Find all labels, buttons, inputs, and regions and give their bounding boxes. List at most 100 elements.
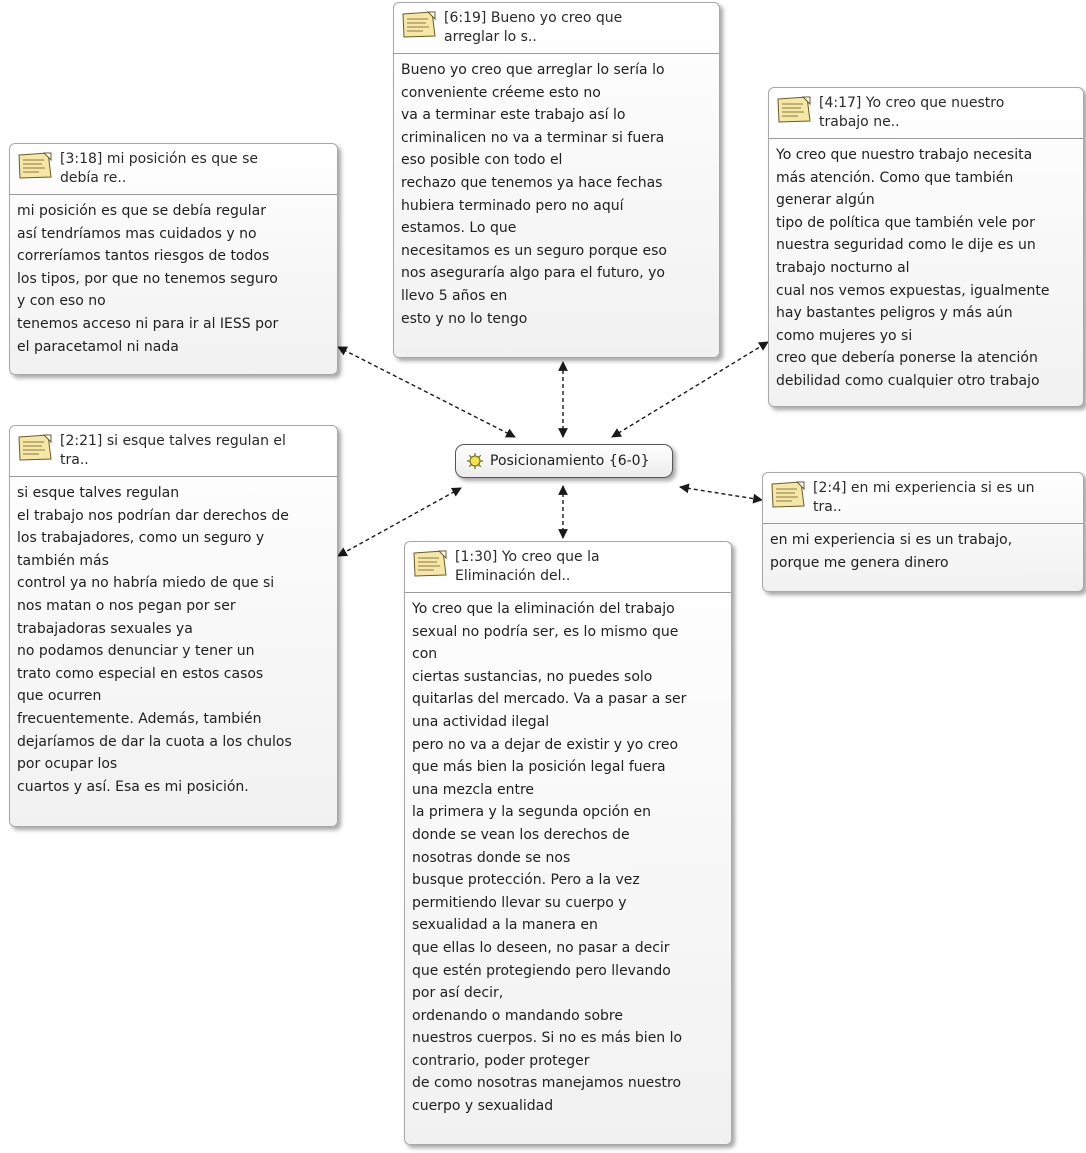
title-line: arreglar lo s.. xyxy=(444,29,537,45)
body-line: una mezcla entre xyxy=(412,781,535,798)
body-line: trato como especial en estos casos xyxy=(17,665,264,682)
code-icon xyxy=(467,453,483,469)
body-line: debilidad como cualquier otro trabajo xyxy=(776,372,1040,389)
body-line: Yo creo que nuestro trabajo necesita xyxy=(776,147,1033,163)
body-line: hubiera terminado pero no aquí xyxy=(401,197,624,214)
quotation-node[interactable]: [6:19] Bueno yo creo que arreglar lo s..… xyxy=(393,2,720,358)
quotation-title: [4:17] Yo creo que nuestro trabajo ne.. xyxy=(819,94,1004,132)
body-line: pero no va a dejar de existir y yo creo xyxy=(412,736,679,753)
body-line: porque me genera dinero xyxy=(770,554,949,571)
body-line: rechazo que tenemos ya hace fechas xyxy=(401,174,663,191)
body-line: que más bien la posición legal fuera xyxy=(412,759,666,776)
body-line: conveniente créeme esto no xyxy=(401,84,601,101)
quotation-header: [2:4] en mi experiencia si es un tra.. xyxy=(763,473,1083,524)
body-line: generar algún xyxy=(776,192,875,209)
quotation-node[interactable]: [2:21] si esque talves regulan el tra.. … xyxy=(9,425,338,827)
body-line: frecuentemente. Además, también xyxy=(17,710,262,727)
body-line: necesitamos es un seguro porque eso xyxy=(401,242,667,259)
body-line: tipo de política que también vele por xyxy=(776,214,1035,231)
body-line: contrario, poder proteger xyxy=(412,1052,590,1069)
body-line: correríamos tantos riesgos de todos xyxy=(17,248,270,265)
quotation-node[interactable]: [2:4] en mi experiencia si es un tra.. e… xyxy=(762,472,1084,592)
body-line: si esque talves regulan xyxy=(17,485,180,501)
body-line: por así decir, xyxy=(412,985,504,1002)
body-line: también más xyxy=(17,552,109,569)
title-line: tra.. xyxy=(60,452,89,468)
body-line: nuestros cuerpos. Si no es más bien lo xyxy=(412,1030,683,1047)
body-line: va a terminar este trabajo así lo xyxy=(401,107,626,124)
title-line: trabajo ne.. xyxy=(819,114,900,130)
code-label: Posicionamiento {6-0} xyxy=(490,453,650,469)
body-line: no podamos denunciar y tener un xyxy=(17,643,255,660)
quotation-title: [2:4] en mi experiencia si es un tra.. xyxy=(813,479,1034,517)
body-line: sexual no podría ser, es lo mismo que xyxy=(412,623,679,640)
title-line: tra.. xyxy=(813,499,842,515)
body-line: ciertas sustancias, no puedes solo xyxy=(412,668,653,685)
code-node-posicionamiento[interactable]: Posicionamiento {6-0} xyxy=(455,444,673,478)
body-line: llevo 5 años en xyxy=(401,287,508,304)
body-line: que estén protegiendo pero llevando xyxy=(412,962,671,979)
body-line: dejaríamos de dar la cuota a los chulos xyxy=(17,733,292,750)
title-line: [4:17] Yo creo que nuestro xyxy=(819,95,1005,111)
body-line: donde se vean los derechos de xyxy=(412,826,630,843)
quotation-document-icon xyxy=(402,11,436,38)
body-line: nuestra seguridad como le dije es un xyxy=(776,237,1036,254)
body-line: criminalicen no va a terminar si fuera xyxy=(401,129,665,146)
body-line: nosotras donde se nos xyxy=(412,849,571,866)
quotation-document-icon xyxy=(413,550,447,577)
body-line: tenemos acceso ni para ir al IESS por xyxy=(17,315,279,332)
body-line: los tipos, por que no tenemos seguro xyxy=(17,270,278,287)
title-line: [2:4] en mi experiencia si es un xyxy=(813,480,1035,496)
body-line: y con eso no xyxy=(17,293,106,310)
body-line: eso posible con todo el xyxy=(401,152,563,169)
body-line: hay bastantes peligros y más aún xyxy=(776,305,1013,322)
quotation-header: [3:18] mi posición es que se debía re.. xyxy=(10,144,337,195)
quotation-node[interactable]: [3:18] mi posición es que se debía re.. … xyxy=(9,143,338,375)
link-central-q221[interactable] xyxy=(337,487,462,557)
body-line: esto y no lo tengo xyxy=(401,310,528,327)
body-line: mi posición es que se debía regular xyxy=(17,203,266,219)
title-line: [2:21] si esque talves regulan el xyxy=(60,433,286,449)
quotation-header: [6:19] Bueno yo creo que arreglar lo s.. xyxy=(394,3,719,54)
quotation-body: Yo creo que la eliminación del trabajo s… xyxy=(405,593,731,1124)
body-line: busque protección. Pero a la vez xyxy=(412,872,640,889)
body-line: Yo creo que la eliminación del trabajo xyxy=(412,601,675,617)
body-line: permitiendo llevar su cuerpo y xyxy=(412,894,627,911)
quotation-body: mi posición es que se debía regular así … xyxy=(10,195,337,364)
quotation-document-icon xyxy=(18,434,52,461)
body-line: trabajo nocturno al xyxy=(776,259,910,276)
quotation-document-icon xyxy=(18,152,52,179)
body-line: una actividad ilegal xyxy=(412,713,550,730)
body-line: sexualidad a la manera en xyxy=(412,917,598,934)
title-line: debía re.. xyxy=(60,170,127,186)
link-central-q24[interactable] xyxy=(679,483,763,504)
body-line: de como nosotras manejamos nuestro xyxy=(412,1075,682,1092)
link-central-q318[interactable] xyxy=(337,346,516,438)
body-line: ordenando o mandando sobre xyxy=(412,1007,623,1024)
quotation-title: [3:18] mi posición es que se debía re.. xyxy=(60,150,258,188)
title-line: [6:19] Bueno yo creo que xyxy=(444,10,623,26)
quotation-document-icon xyxy=(777,96,811,123)
body-line: cual nos vemos expuestas, igualmente xyxy=(776,282,1050,299)
body-line: nos aseguraría algo para el futuro, yo xyxy=(401,265,665,282)
quotation-node[interactable]: [1:30] Yo creo que la Eliminación del.. … xyxy=(404,541,732,1145)
link-central-q417[interactable] xyxy=(611,341,769,438)
body-line: nos matan o nos pegan por ser xyxy=(17,597,236,614)
body-line: creo que debería ponerse la atención xyxy=(776,350,1038,367)
quotation-body: si esque talves regulan el trabajo nos p… xyxy=(10,477,337,804)
quotation-title: [1:30] Yo creo que la Eliminación del.. xyxy=(455,548,600,586)
body-line: que ocurren xyxy=(17,688,102,705)
title-line: [1:30] Yo creo que la xyxy=(455,549,600,565)
body-line: los trabajadores, como un seguro y xyxy=(17,530,265,547)
title-line: [3:18] mi posición es que se xyxy=(60,151,258,167)
quotation-node[interactable]: [4:17] Yo creo que nuestro trabajo ne.. … xyxy=(768,87,1084,407)
body-line: trabajadoras sexuales ya xyxy=(17,620,193,637)
body-line: cuartos y así. Esa es mi posición. xyxy=(17,778,249,795)
body-line: Bueno yo creo que arreglar lo sería lo xyxy=(401,62,665,78)
body-line: estamos. Lo que xyxy=(401,220,517,237)
body-line: la primera y la segunda opción en xyxy=(412,804,652,821)
title-line: Eliminación del.. xyxy=(455,568,571,584)
body-line: el trabajo nos podrían dar derechos de xyxy=(17,507,289,524)
quotation-header: [1:30] Yo creo que la Eliminación del.. xyxy=(405,542,731,593)
